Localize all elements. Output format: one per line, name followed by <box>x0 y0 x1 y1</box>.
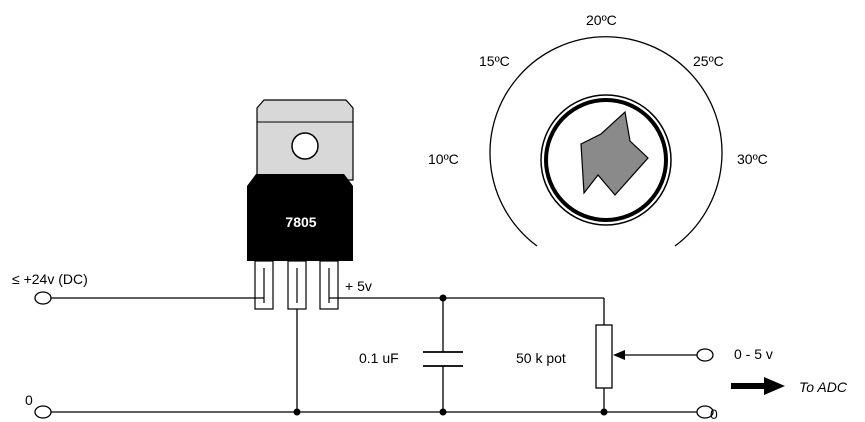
wiper-arrowhead-icon <box>613 350 625 360</box>
terminals <box>34 291 714 419</box>
ground-terminal-left <box>34 405 52 419</box>
output-terminal <box>696 348 714 362</box>
ground-terminal-right <box>696 405 714 419</box>
capacitor <box>423 351 463 367</box>
to-adc-arrow-icon <box>731 377 785 395</box>
capacitor-label: 0.1 uF <box>359 350 399 366</box>
dial-tick-10c: 10ºC <box>428 151 459 167</box>
output-range-label: 0 - 5 v <box>734 346 773 362</box>
heatsink-mounting-hole <box>291 132 319 160</box>
ground-label-right: 0 <box>710 406 718 422</box>
circuit-wiring <box>50 297 698 413</box>
ground-label-left: 0 <box>25 392 33 408</box>
to-adc-label: To ADC <box>799 379 848 395</box>
junction-dot <box>439 294 447 302</box>
regulator-output-label: + 5v <box>345 278 372 294</box>
potentiometer <box>595 324 625 389</box>
dial-tick-15c: 15ºC <box>479 53 510 69</box>
dial-tick-25c: 25ºC <box>693 53 724 69</box>
potentiometer-label: 50 k pot <box>516 350 566 366</box>
input-voltage-label: ≤ +24v (DC) <box>12 271 88 287</box>
dial-pointer-arrow-icon <box>580 110 649 196</box>
junction-dot <box>600 408 608 416</box>
junction-dot <box>439 408 447 416</box>
dial-tick-20c: 20ºC <box>586 12 617 28</box>
junctions <box>293 294 608 416</box>
junction-dot <box>293 408 301 416</box>
regulator-body <box>247 174 353 261</box>
temperature-dial: 10ºC 15ºC 20ºC 25ºC 30ºC <box>428 12 768 247</box>
regulator-part-number: 7805 <box>285 214 316 230</box>
input-terminal <box>34 291 52 305</box>
dial-tick-30c: 30ºC <box>737 151 768 167</box>
potentiometer-body <box>595 324 613 389</box>
dial-scale-arc <box>489 36 723 247</box>
voltage-regulator-7805: 7805 <box>247 99 354 310</box>
